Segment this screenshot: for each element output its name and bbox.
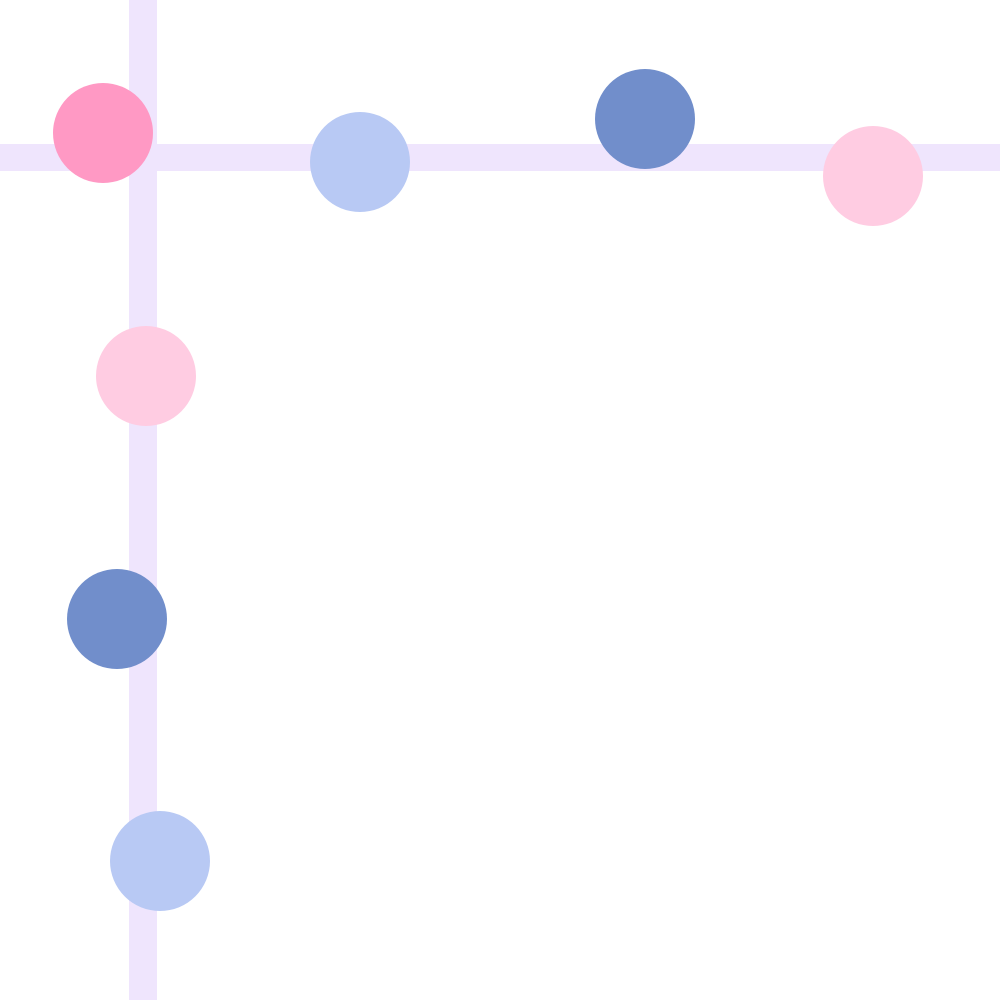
node-origin xyxy=(53,83,153,183)
node-vertical-1 xyxy=(96,326,196,426)
node-vertical-3 xyxy=(110,811,210,911)
node-horizontal-1 xyxy=(310,112,410,212)
node-horizontal-2 xyxy=(595,69,695,169)
node-horizontal-3 xyxy=(823,126,923,226)
node-vertical-2 xyxy=(67,569,167,669)
nodes-layer xyxy=(53,69,923,911)
